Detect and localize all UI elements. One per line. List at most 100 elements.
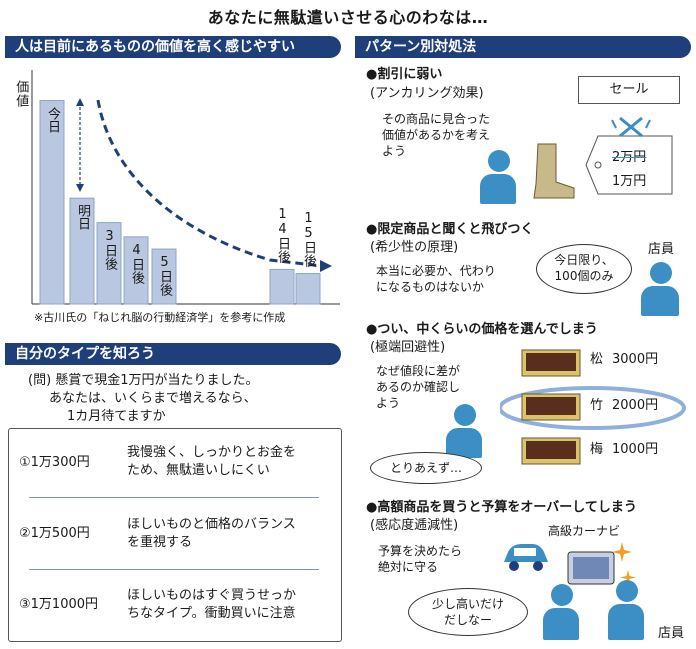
answer-1-desc-2: ため、無駄遣いしにくい: [127, 463, 270, 478]
p3-body-3: よう: [376, 396, 401, 410]
answer-3-desc-2: ちなタイプ。衝動買いに注意: [127, 606, 296, 621]
p4-thought-bubble: 少し高いだけ だしなー: [408, 588, 528, 636]
shopper-2-head: [454, 404, 476, 426]
p1-body-3: よう: [382, 144, 407, 158]
gap-arrow-head-up: [76, 98, 84, 106]
question-line-3: 1カ月待てますか: [67, 409, 166, 424]
p2-heading: 限定商品と聞くと飛びつく: [366, 222, 533, 238]
y-axis-label: 価値: [13, 80, 29, 108]
curve-arrowhead: [320, 260, 332, 272]
item-2-grade: 竹: [590, 398, 604, 413]
shopper-1-head: [488, 150, 510, 172]
answers-box: ①1万300円 我慢強く、しっかりとお金を ため、無駄遣いしにくい ②1万500…: [8, 428, 342, 642]
car-icon: [504, 544, 548, 571]
discount-curve: [96, 99, 323, 268]
gap-arrow-head-down: [76, 184, 84, 192]
shopper-3-body: [543, 608, 579, 640]
bar-1: [69, 197, 95, 305]
value-chart: [31, 70, 340, 305]
bar-labels: 今日明日 3日後 4日後 5日後 14日後 15日後: [0, 60, 345, 310]
p2-body-2: になるものはないか: [376, 280, 485, 294]
answer-2-desc-1: ほしいものと価格のバランス: [127, 517, 296, 532]
question-line-1: (問) 懸賞で現金1万円が当たりました。: [28, 373, 259, 388]
clerk-1-body: [641, 286, 679, 316]
bar-label-6: 15日後: [301, 211, 316, 268]
p3-thought-bubble: とりあえず…: [370, 452, 482, 484]
bar-label-4: 5日後: [157, 255, 172, 297]
p1-body-2: 価値があるかを考え: [382, 128, 491, 142]
p3-bullet: [366, 322, 377, 337]
p3-body-2: あるのか確認し: [376, 380, 461, 394]
p2-bubble-line-2: 100個のみ: [554, 268, 614, 283]
bento-box-1: [521, 349, 581, 377]
item-2-price: 2000円: [612, 398, 659, 413]
p1-body-1: その商品に見合った: [382, 112, 491, 126]
price-tag: [585, 116, 673, 195]
answer-2-option: ②1万500円: [19, 526, 90, 541]
chart-banner: 人は目前にあるものの価値を高く感じやすい: [5, 36, 341, 58]
sale-sign: セール: [578, 76, 680, 104]
clerk-2-head: [616, 580, 638, 602]
p3-sub: (極端回避性): [370, 340, 446, 355]
bar-label-1: 明日: [75, 204, 90, 231]
bar-3: [123, 236, 149, 305]
clerk-1-head: [650, 262, 672, 284]
p4-clerk-label: 店員: [658, 626, 685, 641]
new-price: 1万円: [612, 174, 647, 189]
bar-2: [96, 222, 122, 305]
p3-heading: つい、中くらいの価格を選んでしまう: [366, 322, 598, 338]
p1-bullet: [366, 67, 377, 82]
old-price: 2万円: [612, 150, 647, 165]
p1-sub: (アンカリング効果): [370, 86, 484, 101]
p2-bubble-line-1: 今日限り、: [554, 253, 614, 267]
bento-graphic: [500, 349, 686, 465]
bar-label-3: 4日後: [129, 242, 144, 284]
bar-5: [269, 268, 295, 305]
item-3-grade: 梅: [590, 442, 604, 457]
p4-bubble-line-1: 少し高いだけ: [431, 597, 504, 611]
answer-3-desc-1: ほしいものはすぐ買うせっか: [127, 588, 297, 603]
pattern-banner: パターン別対処法: [355, 36, 691, 58]
p4-body-1: 予算を決めたら: [378, 544, 463, 558]
car-navi-icon: [567, 542, 636, 586]
answer-1-option: ①1万300円: [19, 455, 90, 470]
p4-bubble-line-2: だしなー: [443, 612, 492, 627]
main-title: あなたに無駄遣いさせる心のわなは…: [207, 8, 489, 27]
answer-1-desc-1: 我慢強く、しっかりとお金を: [127, 445, 297, 460]
p4-sub: (感応度逓減性): [370, 518, 459, 533]
type-banner: 自分のタイプを知ろう: [5, 343, 341, 365]
p3-body-1: なぜ値段に差が: [376, 364, 461, 378]
bar-4: [151, 248, 177, 305]
p4-bullet: [366, 500, 377, 515]
bar-label-2: 3日後: [102, 228, 117, 270]
bar-0: [39, 100, 65, 305]
p4-heading: 高額商品を買うと予算をオーバーしてしまう: [366, 500, 637, 516]
bar-label-0: 今日: [45, 106, 60, 133]
answer-3-option: ③1万1000円: [19, 597, 99, 612]
p2-bullet: [366, 222, 377, 237]
p4-item-label: 高級カーナビ: [548, 524, 621, 538]
bento-box-2: [521, 393, 581, 421]
bar-label-5: 14日後: [275, 207, 290, 264]
p2-body-1: 本当に必要か、代わり: [376, 264, 496, 278]
middle-option-ring: [500, 386, 686, 430]
p2-clerk-label: 店員: [648, 242, 675, 257]
p4-body-2: 絶対に守る: [378, 560, 439, 574]
p2-sub: (希少性の原理): [370, 240, 459, 255]
answer-2-desc-2: を重視する: [127, 535, 193, 550]
p2-clerk-bubble: 今日限り、 100個のみ: [536, 244, 632, 294]
p1-heading: 割引に弱い: [366, 67, 442, 83]
question-line-2: あなたは、いくらまで増えるなら、: [49, 391, 257, 406]
shopper-3-head: [551, 584, 573, 606]
bento-box-3: [521, 437, 581, 465]
item-3-price: 1000円: [612, 442, 659, 457]
clerk-2-body: [608, 604, 644, 640]
boot-icon: [533, 143, 575, 199]
answer-divider-1: [29, 497, 319, 498]
chart-source-note: ※古川氏の「ねじれ脳の行動経済学」を参考に作成: [34, 311, 286, 324]
shopper-1-body: [480, 174, 516, 204]
item-1-grade: 松: [590, 352, 604, 367]
answer-divider-2: [29, 569, 319, 570]
bar-6: [295, 272, 321, 305]
bars-layer: [39, 100, 321, 305]
